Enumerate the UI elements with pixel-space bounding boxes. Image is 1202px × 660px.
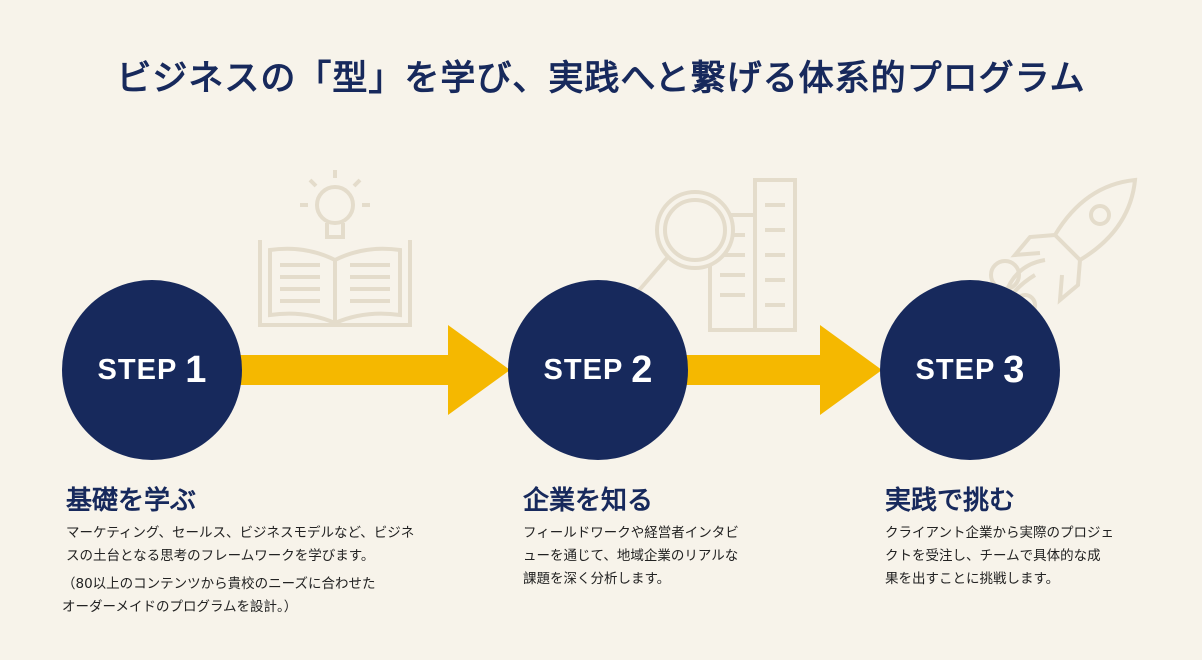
note-line: オーダーメイドのプログラムを設計。） (62, 599, 298, 615)
desc-line: 果を出すことに挑戦します。 (885, 571, 1060, 587)
step-label: STEP (543, 353, 624, 386)
step-1-heading: 基礎を学ぶ (66, 486, 197, 516)
step-2-description: フィールドワークや経営者インタビ ューを通じて、地域企業のリアルな 課題を深く分… (523, 522, 739, 591)
step-number: 3 (1003, 348, 1025, 391)
step-2-heading: 企業を知る (523, 486, 654, 516)
book-lightbulb-icon (258, 170, 412, 327)
step-3-description: クライアント企業から実際のプロジェ クトを受注し、チームで具体的な成 果を出すこ… (885, 522, 1114, 591)
desc-line: ューを通じて、地域企業のリアルな (523, 548, 739, 564)
arrow-step1-to-step2 (235, 325, 510, 415)
rocket-icon (989, 177, 1138, 317)
step-1-note: （80以上のコンテンツから貴校のニーズに合わせた オーダーメイドのプログラムを設… (62, 573, 376, 619)
step-label: STEP (97, 353, 178, 386)
desc-line: クライアント企業から実際のプロジェ (885, 525, 1114, 541)
desc-line: 課題を深く分析します。 (523, 571, 671, 587)
step-3-heading: 実践で挑む (885, 486, 1016, 516)
magnifier-building-icon (633, 178, 797, 332)
note-line: （80以上のコンテンツから貴校のニーズに合わせた (62, 576, 376, 592)
desc-line: マーケティング、セールス、ビジネスモデルなど、ビジネ (66, 525, 415, 541)
step-number: 1 (185, 348, 207, 391)
step-number: 2 (631, 348, 653, 391)
desc-line: スの土台となる思考のフレームワークを学びます。 (66, 548, 375, 564)
desc-line: フィールドワークや経営者インタビ (523, 525, 739, 541)
page-title: ビジネスの「型」を学び、実践へと繋げる体系的プログラム (116, 59, 1086, 99)
step-label: STEP (915, 353, 996, 386)
arrow-step2-to-step3 (680, 325, 882, 415)
desc-line: クトを受注し、チームで具体的な成 (885, 548, 1101, 564)
step-1-description: マーケティング、セールス、ビジネスモデルなど、ビジネ スの土台となる思考のフレー… (66, 522, 414, 568)
